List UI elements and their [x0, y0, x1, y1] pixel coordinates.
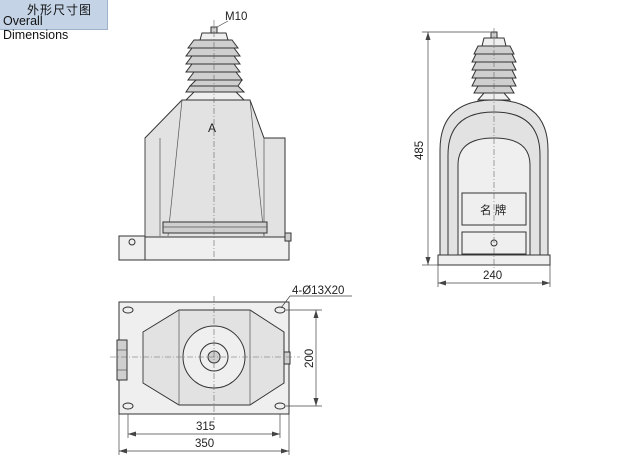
front-lower-band — [162, 221, 268, 234]
front-shed-4 — [185, 63, 241, 73]
top-mount-hole-tr — [274, 306, 286, 314]
top-ground-terminal — [283, 351, 291, 365]
front-shed-3 — [187, 71, 243, 81]
front-base-bolt — [128, 238, 136, 246]
front-shed-7 — [187, 39, 239, 49]
top-side-box — [116, 339, 128, 381]
front-neck — [184, 91, 246, 101]
front-view: M10 A — [118, 11, 292, 262]
front-thread-leader — [216, 20, 229, 28]
front-shed-1 — [185, 85, 246, 93]
front-shed-2 — [188, 79, 243, 87]
top-mount-hole-bl — [122, 402, 134, 410]
top-mount-hole-tl — [122, 306, 134, 314]
front-body-edge-right — [249, 99, 265, 237]
side-view: 名 牌 485 240 — [414, 28, 551, 287]
title-english: Overall Dimensions — [3, 14, 69, 42]
top-width-label: 350 — [195, 438, 214, 450]
top-mount-hole-br — [274, 402, 286, 410]
front-shed-6 — [185, 47, 241, 57]
front-phase-label: A — [208, 121, 216, 135]
top-view: 4-Ø13X20 200 315 350 — [110, 285, 352, 455]
side-width-label: 240 — [483, 270, 502, 282]
front-thread-label: M10 — [225, 11, 247, 23]
top-depth-label: 200 — [304, 349, 316, 368]
front-shed-5 — [185, 55, 241, 65]
front-ground-terminal — [284, 232, 292, 242]
top-hole-label: 4-Ø13X20 — [292, 285, 344, 297]
top-spacing-label: 315 — [196, 421, 215, 433]
title-chinese: 外形尺寸图 — [27, 3, 93, 17]
front-body-edge-left — [167, 99, 183, 237]
front-base-foot-left — [118, 235, 146, 261]
top-hole-leader — [280, 295, 291, 309]
title-box: 外形尺寸图 Overall Dimensions — [0, 0, 108, 42]
side-arch-mid-line — [447, 111, 541, 255]
side-height-label: 485 — [414, 141, 426, 160]
side-nameplate-label: 名 牌 — [480, 203, 506, 217]
